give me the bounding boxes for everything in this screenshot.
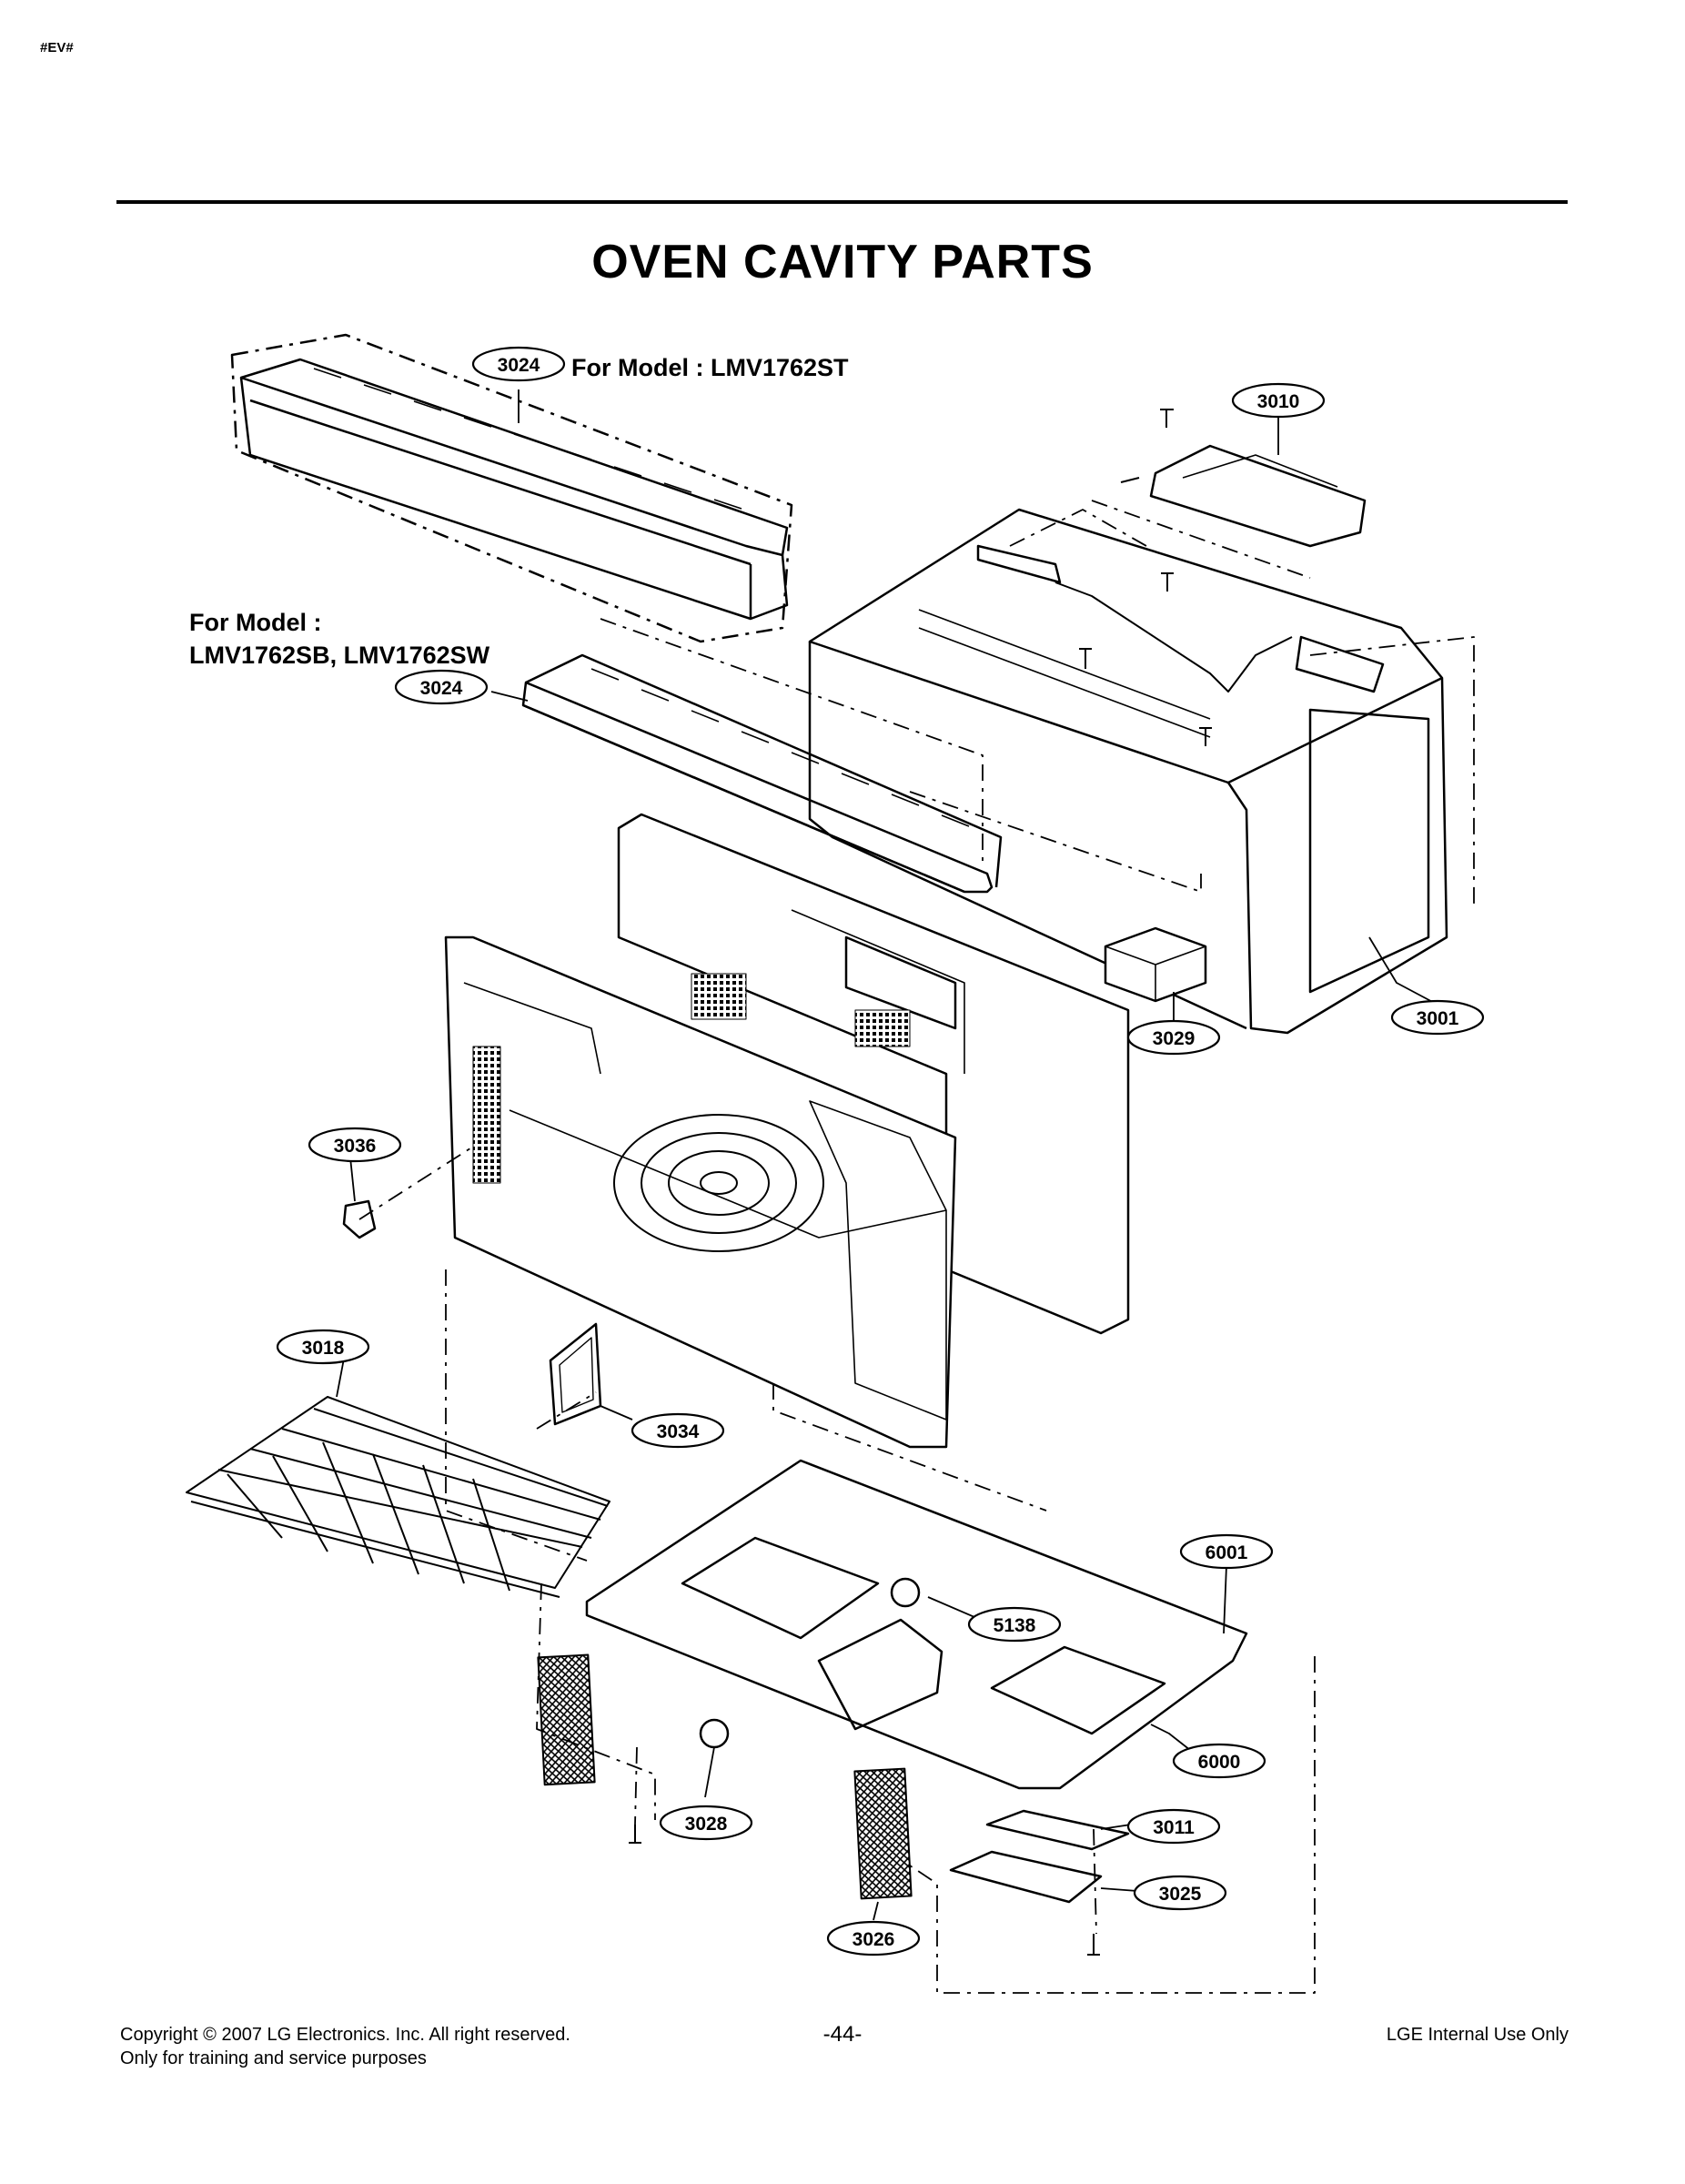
callout-3024-top xyxy=(471,346,566,382)
grease-filter-right xyxy=(853,1767,913,1900)
callout-label: 3036 xyxy=(334,1136,377,1157)
callout-3010 xyxy=(1231,382,1326,419)
callout-3036 xyxy=(308,1127,402,1163)
lamp-bulb xyxy=(699,1718,730,1749)
callout-6000 xyxy=(1172,1743,1266,1779)
callout-3025 xyxy=(1133,1875,1227,1911)
callout-label: 3024 xyxy=(498,355,540,376)
callout-label: 6001 xyxy=(1206,1542,1248,1563)
grease-filter-left xyxy=(537,1653,596,1786)
callout-3034 xyxy=(631,1412,725,1449)
callout-label: 3025 xyxy=(1159,1884,1202,1905)
waveguide-cover xyxy=(549,1322,602,1426)
callout-label: 3026 xyxy=(853,1929,895,1950)
footer-copyright-block: Copyright © 2007 LG Electronics. Inc. Al… xyxy=(120,2023,570,2070)
callout-label: 5138 xyxy=(994,1615,1036,1636)
callout-3029 xyxy=(1126,1019,1221,1056)
callout-3026 xyxy=(826,1920,921,1956)
callout-label: 6000 xyxy=(1198,1752,1241,1773)
callout-label: 3029 xyxy=(1153,1028,1196,1049)
oven-rack xyxy=(186,1396,610,1598)
vent-grille-st xyxy=(230,333,793,643)
callout-label: 3024 xyxy=(420,678,463,699)
lamp-cover xyxy=(949,1850,1103,1904)
screws xyxy=(629,409,1212,1956)
model-label-top: For Model : LMV1762ST xyxy=(571,354,849,381)
callout-3011 xyxy=(1126,1808,1221,1845)
guide-lines xyxy=(358,500,1475,1994)
callout-3001 xyxy=(1390,999,1485,1036)
callout-3018 xyxy=(276,1329,370,1365)
top-rule xyxy=(116,200,1568,204)
callout-6001 xyxy=(1179,1533,1274,1570)
callout-label: 3018 xyxy=(302,1338,345,1359)
footer-purpose: Only for training and service purposes xyxy=(120,2048,427,2068)
callout-label: 3034 xyxy=(657,1421,700,1442)
callout-label: 3001 xyxy=(1417,1008,1459,1029)
lamp-lens xyxy=(985,1809,1130,1851)
model-label-left-line2: LMV1762SB, LMV1762SW xyxy=(189,642,490,669)
callout-label: 3028 xyxy=(685,1814,728,1835)
model-label-left-line1: For Model : xyxy=(189,609,322,636)
callout-label: 3010 xyxy=(1257,391,1300,412)
cavity-body xyxy=(444,935,957,1449)
footer-internal: LGE Internal Use Only xyxy=(1386,2025,1569,2045)
top-bracket xyxy=(1149,444,1367,548)
footer-page-number: -44- xyxy=(822,2022,863,2047)
callout-5138 xyxy=(967,1606,1062,1643)
outer-case xyxy=(808,508,1448,1035)
corner-tag: #EV# xyxy=(40,40,74,56)
page-title: OVEN CAVITY PARTS xyxy=(591,236,1094,288)
vent-grille-sb-sw xyxy=(521,653,1003,894)
callout-label: 3011 xyxy=(1153,1817,1195,1838)
callout-3024-mid xyxy=(394,669,489,705)
connector-part xyxy=(1104,926,1207,1003)
base-plate xyxy=(585,1459,1248,1790)
footer-copyright: Copyright © 2007 LG Electronics. Inc. Al… xyxy=(120,2025,570,2045)
callout-3028 xyxy=(659,1805,753,1841)
